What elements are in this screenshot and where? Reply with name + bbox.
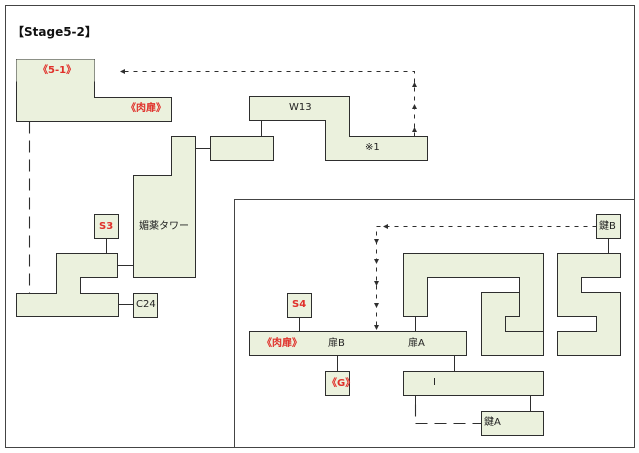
- label-key-b: 鍵B: [599, 221, 616, 232]
- route-key-b-dashed: [376, 226, 597, 327]
- arrow-down-icon: [374, 259, 379, 264]
- route-warp-dashed: [120, 71, 415, 137]
- arrow-down-icon: [374, 281, 379, 286]
- room-maze-right[interactable]: [557, 253, 621, 356]
- room-west-corridor[interactable]: [16, 253, 119, 317]
- label-key-a: 鍵A: [484, 417, 501, 428]
- label-goal: 《G》: [327, 378, 356, 389]
- room-5-1-hall: [16, 59, 95, 82]
- route-key-a-dashed: [414, 404, 482, 425]
- room-maze-left[interactable]: [403, 253, 544, 332]
- arrow-up-icon: [412, 127, 417, 132]
- arrow-down-icon: [374, 239, 379, 244]
- room-west-small[interactable]: [210, 136, 274, 161]
- room-key-b[interactable]: [596, 214, 621, 239]
- label-niku-door-bottom: 《肉扉》: [262, 338, 302, 349]
- label-s3: S3: [99, 221, 114, 232]
- label-door-a: 扉A: [408, 338, 425, 349]
- label-i-marker: I: [433, 377, 436, 388]
- sub-area-frame: [234, 199, 635, 448]
- label-c24: C24: [136, 299, 156, 310]
- arrow-up-icon: [412, 104, 417, 109]
- arrow-left-icon: [120, 69, 125, 74]
- arrow-left-icon: [383, 224, 388, 229]
- arrow-up-icon: [412, 82, 417, 87]
- label-s4: S4: [292, 299, 307, 310]
- room-i[interactable]: [403, 371, 544, 396]
- outer-frame: [5, 5, 635, 448]
- label-niku-door-top: 《肉扉》: [126, 103, 166, 114]
- stage-title: 【Stage5-2】: [12, 25, 97, 39]
- label-5-1: 《5-1》: [38, 65, 77, 76]
- room-maze-center[interactable]: [481, 292, 544, 356]
- room-key-a[interactable]: [481, 411, 544, 436]
- room-w13[interactable]: [249, 96, 428, 161]
- room-door-corridor[interactable]: [249, 331, 467, 356]
- room-goal[interactable]: [325, 371, 350, 396]
- room-s3[interactable]: [94, 214, 119, 239]
- label-tower: 媚薬タワー: [139, 221, 189, 232]
- room-c24[interactable]: [133, 293, 158, 318]
- label-note-1: ※1: [365, 142, 380, 153]
- room-tower[interactable]: [133, 136, 196, 278]
- arrow-down-icon: [374, 303, 379, 308]
- label-door-b: 扉B: [328, 338, 345, 349]
- arrow-down-icon: [374, 325, 379, 330]
- label-w13: W13: [289, 102, 312, 113]
